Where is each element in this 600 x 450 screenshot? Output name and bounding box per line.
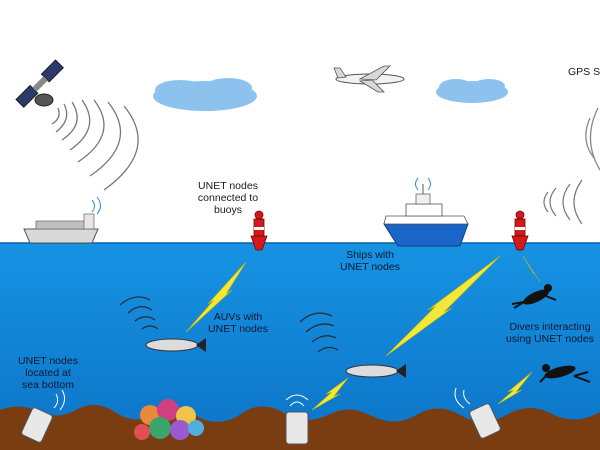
- airplane-icon: [333, 65, 405, 93]
- seabed-node-left: [21, 407, 53, 443]
- satellite-signal-waves: [51, 99, 139, 191]
- buoy-right-signal-waves: [543, 179, 583, 225]
- signal-link-auv-to-ship: [385, 255, 501, 357]
- auv-left-sonar-beams: [119, 296, 159, 330]
- auv-icon-middle: [345, 364, 406, 378]
- gps-satellite-label: GPS S: [568, 66, 600, 78]
- buoy-icon-right: [511, 210, 529, 251]
- ships-label: Ships with UNET nodes: [340, 249, 400, 273]
- buoys-label: UNET nodes connected to buoys: [197, 180, 259, 216]
- tanker-ship-icon: [23, 213, 99, 244]
- signal-links: [185, 255, 541, 411]
- seabed-node-right-waves: [454, 387, 471, 409]
- diver-icon-upper: [511, 284, 557, 309]
- gps-signal-waves: [585, 107, 600, 171]
- signal-link-seabed-to-diver: [497, 371, 533, 405]
- buoy-icon-left: [250, 210, 268, 251]
- seabed-node-middle: [285, 411, 309, 445]
- signal-link-seabed-to-auv: [311, 377, 349, 411]
- seabed-node-middle-waves: [285, 394, 309, 407]
- auv-middle-sonar-beams: [299, 312, 339, 353]
- cloud-left: [153, 78, 257, 111]
- cloud-right: [436, 79, 508, 103]
- coral-icon: [134, 399, 204, 440]
- diver-icon-lower: [539, 364, 591, 383]
- research-ship-icon: [383, 184, 469, 247]
- signal-link-buoy-to-diver: [522, 255, 541, 283]
- ship-signal-waves: [415, 177, 431, 191]
- seabed-node-right: [469, 403, 501, 439]
- seabed-node-left-waves: [53, 389, 66, 411]
- satellite-icon: [15, 59, 64, 108]
- signal-link-auv-to-buoy: [185, 261, 247, 333]
- divers-label: Divers interacting using UNET nodes: [506, 321, 594, 345]
- auvs-label: AUVs with UNET nodes: [208, 311, 268, 335]
- seabed-nodes-label: UNET nodes located at sea bottom: [18, 355, 78, 391]
- tanker-signal-waves: [91, 196, 101, 215]
- auv-icon-left: [145, 338, 206, 352]
